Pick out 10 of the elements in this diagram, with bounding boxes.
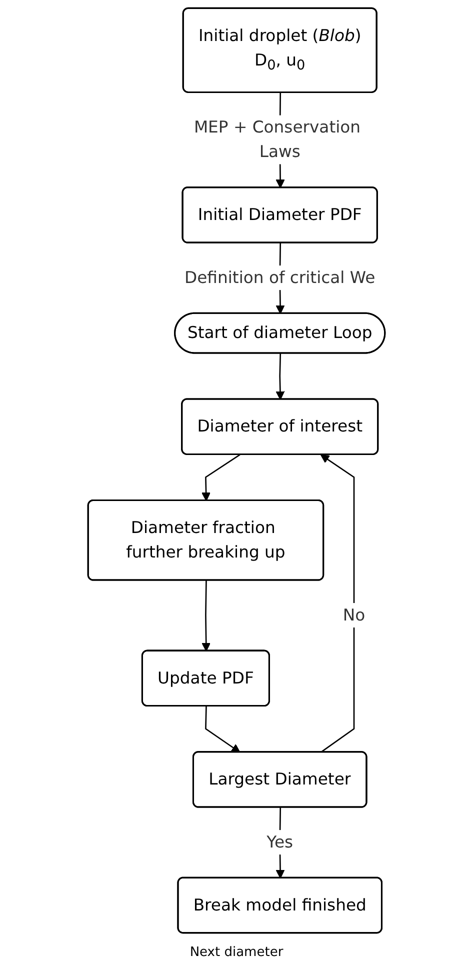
edge-note: Next diameter [190,945,284,960]
edge-label: MEP + Conservation Laws [194,117,361,162]
edge-label: No [342,605,366,624]
edge-label: Definition of critical We [184,268,376,288]
arrow [202,580,211,652]
arrow [202,454,240,502]
arrow [276,353,285,400]
edge-label: Yes [266,832,294,852]
arrow [320,454,355,753]
arrow [205,706,240,753]
